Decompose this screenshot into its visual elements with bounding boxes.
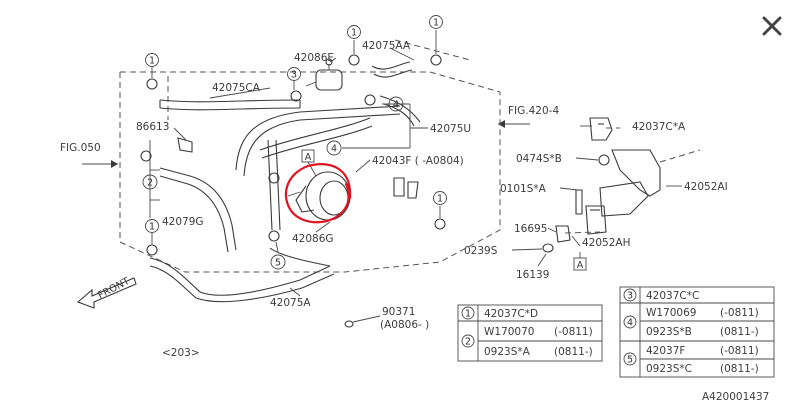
canister-42086E (305, 58, 343, 91)
clip-90371 (344, 315, 381, 328)
callout-4-a: 4 (393, 100, 399, 111)
diagram-id: A420001437 (702, 391, 769, 403)
label-front: FRONT (96, 275, 132, 301)
svg-text:4: 4 (627, 318, 633, 329)
legend-part-42037F: 42037F (646, 345, 685, 357)
short-hose-right (379, 95, 421, 127)
pipe-42079G (159, 167, 237, 253)
assembly-boundary (119, 39, 501, 273)
fig-420-4-arrow (498, 120, 530, 128)
label-0239S: 0239S (464, 245, 498, 257)
label-42086E: 42086E (294, 52, 334, 64)
highlight-circle (284, 163, 352, 224)
callout-1-e: 1 (437, 194, 443, 205)
vertical-pipe-center (267, 139, 281, 231)
callout-circles: 1 3 1 1 4 4 2 1 5 1 (142, 15, 447, 270)
svg-text:(-0811): (-0811) (720, 307, 759, 319)
label-90371: 90371 (382, 306, 415, 318)
label-42052AI: 42052AI (684, 181, 728, 193)
svg-text:A: A (577, 260, 584, 271)
callout-5: 5 (275, 258, 281, 269)
legend-part-0923SC: 0923S*C (646, 363, 692, 375)
close-button[interactable] (756, 10, 788, 42)
label-16139: 16139 (516, 269, 549, 281)
callout-1-c: 1 (433, 18, 439, 29)
marker-a-left: A (301, 149, 315, 163)
marker-a-right: A (573, 257, 587, 271)
legend-part-0923SB: 0923S*B (646, 326, 692, 338)
hose-42075AA (371, 61, 413, 78)
svg-text:3: 3 (627, 291, 633, 302)
bracket-assembly-right (542, 117, 701, 253)
legend-table-right: 3 4 5 42037C*C W170069 (-0811) 0923S*B (… (619, 286, 775, 378)
label-42052AH: 42052AH (582, 237, 630, 249)
bracket-42043F (393, 177, 419, 199)
label-fig-050: FIG.050 (60, 142, 101, 154)
legend-part-42037CD: 42037C*D (484, 308, 538, 320)
svg-text:2: 2 (465, 337, 471, 348)
label-42075CA: 42075CA (212, 82, 261, 94)
label-42086G: 42086G (292, 233, 334, 245)
legend-table-left: 1 2 42037C*D W170070 (-0811) 0923S*A (08… (457, 304, 603, 362)
callout-1-d: 1 (149, 222, 155, 233)
label-0101SA: 0101S*A (500, 183, 547, 195)
label-203: <203> (162, 347, 200, 359)
label-42075U: 42075U (430, 123, 471, 135)
callout-2: 2 (147, 178, 153, 189)
callout-3: 3 (291, 70, 297, 81)
svg-text:5: 5 (627, 355, 633, 366)
pipe-upper-long (235, 105, 401, 177)
legend-part-W170069: W170069 (646, 307, 696, 319)
svg-text:1: 1 (465, 309, 471, 320)
svg-text:(-0811): (-0811) (554, 326, 593, 338)
label-42075A: 42075A (270, 297, 311, 309)
fig-050-arrow (82, 160, 118, 168)
label-90371-range: (A0806- ) (380, 319, 429, 331)
label-0474SB: 0474S*B (516, 153, 562, 165)
legend-part-W170070: W170070 (484, 326, 534, 338)
hose-42075CA (159, 99, 301, 111)
label-42037CA: 42037C*A (632, 121, 686, 133)
clamps (140, 54, 446, 256)
label-42043F: 42043F ( -A0804) (372, 155, 464, 167)
svg-text:(-0811): (-0811) (720, 345, 759, 357)
label-16695: 16695 (514, 223, 547, 235)
hose-42075A (149, 247, 335, 303)
label-86613: 86613 (136, 121, 169, 133)
front-arrow (76, 277, 137, 309)
svg-text:(0811-): (0811-) (720, 326, 759, 338)
legend-part-42037CC: 42037C*C (646, 290, 699, 302)
callout-4-b: 4 (331, 144, 337, 155)
label-42075AA: 42075AA (362, 40, 411, 52)
leader-lines (149, 30, 682, 297)
svg-text:(0811-): (0811-) (554, 346, 593, 358)
fitting-86613 (177, 137, 193, 153)
label-42079G: 42079G (162, 216, 204, 228)
legend-part-0923SA: 0923S*A (484, 346, 531, 358)
callout-1-b: 1 (351, 28, 357, 39)
label-fig-420-4: FIG.420-4 (508, 105, 559, 117)
close-icon (762, 16, 782, 36)
callout-1-a: 1 (149, 56, 155, 67)
svg-text:A: A (305, 152, 312, 163)
svg-text:(0811-): (0811-) (720, 363, 759, 375)
